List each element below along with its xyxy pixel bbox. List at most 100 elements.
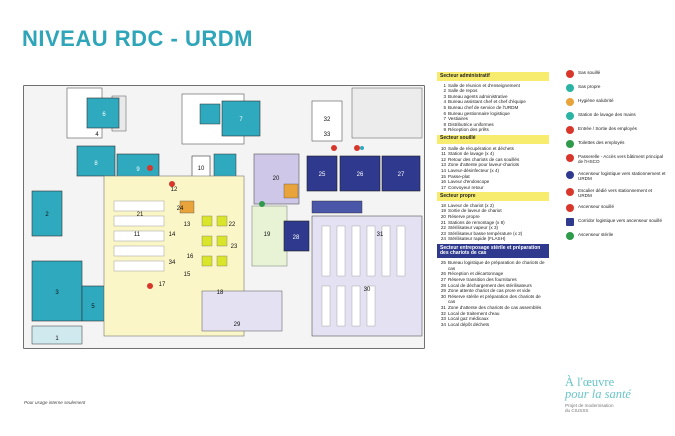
symbol-legend: Sas souillé Sas propre Hygiène salubrité…: [566, 70, 666, 246]
footer-note: Pour usage interne seulement: [24, 400, 86, 405]
legend-item-label: Bureau assistant chef et chef d'équipe: [448, 99, 526, 105]
room-label: 18: [217, 290, 224, 296]
room-label: 22: [229, 222, 236, 228]
room-29: [201, 290, 283, 332]
room-label: 3: [55, 290, 59, 296]
legend-item-number: 25: [440, 260, 446, 266]
symbol-label: Station de lavage des mains: [578, 112, 636, 117]
floor-plan: 1 2 3 4 5 6 7 8 9 10 11 12 13 14 15 16 1…: [23, 85, 425, 349]
legend-item-label: Stérilisateur rapide (FLASH): [448, 236, 506, 242]
dirty-airlock-icon: [566, 70, 574, 78]
legend-item-label: Distributrice uniformes: [448, 121, 494, 127]
brand-line2: pour la santé: [565, 387, 631, 401]
legend-item-number: 18: [440, 202, 446, 208]
legend-section-title: Secteur souillé: [437, 134, 549, 144]
legend-item-number: 17: [440, 184, 446, 190]
legend-item-number: 5: [443, 104, 446, 110]
employee-entrance-icon: [566, 126, 574, 134]
room-label: 33: [324, 132, 331, 138]
room-label: 27: [398, 172, 405, 178]
legend-item-label: Réserve propre: [448, 214, 480, 220]
legend-item-label: Zone d'attente pour laveur-chariots: [448, 162, 520, 168]
room-label: 7: [239, 117, 243, 123]
logistics-elevator-icon: [566, 170, 574, 179]
legend-item-number: 3: [443, 93, 446, 99]
room-label: 13: [184, 222, 191, 228]
legend-item-number: 34: [440, 321, 446, 327]
legend-item-label: Réserve transition des fournitures: [448, 277, 517, 282]
room-label: 28: [293, 235, 300, 241]
legend-section-title: Secteur entreposage stérile et préparati…: [437, 244, 549, 259]
room-label: 19: [264, 232, 271, 238]
room-27: [381, 155, 421, 192]
legend-item-number: 33: [440, 316, 446, 322]
symbol-label: Passerelle - Accès vers bâtiment princip…: [578, 154, 664, 165]
symbol-item: Sas propre: [566, 84, 666, 92]
legend-item-number: 14: [440, 167, 446, 173]
symbol-label: Sas propre: [578, 84, 601, 89]
toilet-icon: [566, 140, 574, 148]
room-8: [76, 145, 116, 177]
legend-section-title: Secteur administratif: [437, 72, 549, 81]
sterile-elevator-icon: [566, 232, 574, 241]
symbol-item: Ascenseur logistique vers stationnement …: [566, 170, 666, 182]
brand-logo: À l'œuvre pour la santé Projet de modern…: [565, 376, 631, 413]
room-3: [31, 260, 83, 322]
room-label: 10: [198, 166, 205, 172]
legend-item-label: Local de traitement d'eau: [448, 310, 500, 316]
legend-item-number: 2: [443, 88, 446, 94]
room-label: 17: [159, 282, 166, 288]
legend-item-label: Bureau chef de service de l'URDM: [448, 104, 519, 110]
room-label: 26: [357, 172, 364, 178]
symbol-label: Ascenseur logistique vers stationnement …: [578, 170, 666, 182]
legend-section-sterile: Secteur entreposage stérile et préparati…: [437, 244, 549, 327]
legend-item-number: 26: [440, 271, 446, 277]
legend-item-label: Convoyeur retour: [448, 184, 484, 190]
legend-item-number: 30: [440, 293, 446, 299]
room-label: 5: [91, 304, 95, 310]
symbol-item: Passerelle - Accès vers bâtiment princip…: [566, 154, 666, 165]
room-label: 25: [319, 172, 326, 178]
room-label: 9: [136, 167, 140, 173]
room-label: 12: [171, 187, 178, 193]
legend-item-number: 24: [440, 236, 446, 242]
symbol-label: Escalier dédié vers stationnement et URD…: [578, 187, 653, 199]
legend-item-label: Réception des prêts: [448, 127, 489, 133]
handwash-icon: [566, 112, 574, 120]
legend-item-label: Salle de repos: [448, 88, 478, 94]
symbol-item: Hygiène salubrité: [566, 98, 666, 106]
legend-item-label: Bureau agents administrative: [448, 93, 508, 99]
hygiene-icon: [566, 98, 574, 106]
legend-item-number: 11: [441, 151, 446, 157]
legend-item-label: Salle de réunion et d'enseignement: [448, 82, 520, 88]
room-label: 8: [94, 161, 98, 167]
room-label: 14: [169, 232, 176, 238]
legend-item-label: Stérilisateur basse température (x 2): [448, 230, 523, 236]
symbol-label: Hygiène salubrité: [578, 98, 614, 103]
legend-item-number: 27: [440, 277, 446, 282]
legend-item-number: 10: [440, 145, 446, 151]
symbol-label: Sas souillé: [578, 70, 601, 75]
clean-airlock-icon: [566, 84, 574, 92]
room-label: 1: [55, 336, 59, 342]
room-7: [221, 100, 261, 137]
staircase-icon: [566, 187, 574, 196]
